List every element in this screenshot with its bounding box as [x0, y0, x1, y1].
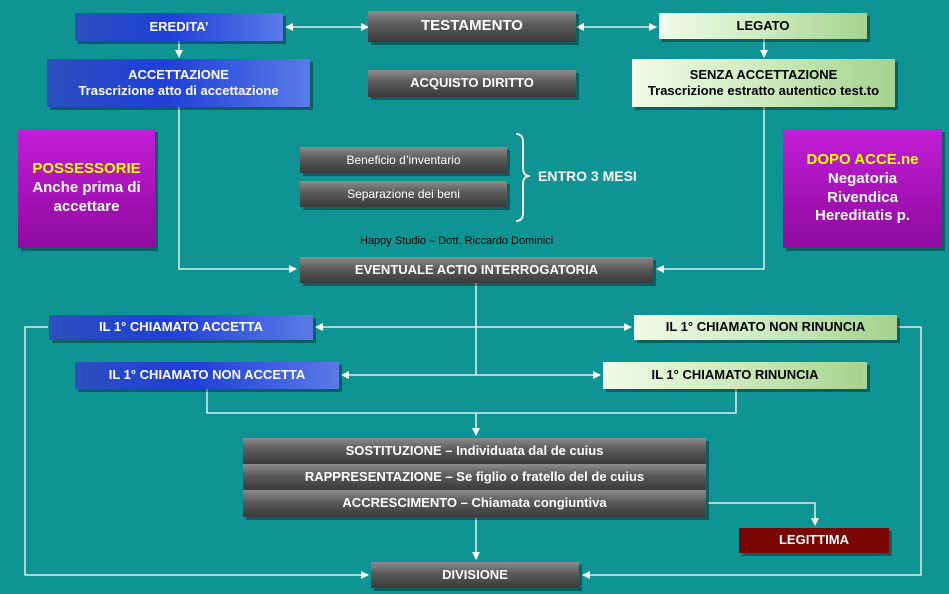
beneficio-inventario-box: Beneficio d’inventario	[300, 147, 507, 173]
possessorie-line1: Anche prima di	[32, 179, 141, 197]
legato-box: LEGATO	[659, 13, 867, 39]
dopo-line3: Hereditatis p.	[814, 207, 911, 225]
dopo-title: DOPO ACCE.ne	[806, 151, 919, 168]
legittima-box: LEGITTIMA	[739, 528, 889, 553]
chiamato-rinuncia-label: IL 1° CHIAMATO RINUNCIA	[651, 367, 819, 383]
chiamato-rinuncia-box: IL 1° CHIAMATO RINUNCIA	[603, 362, 867, 389]
accettazione-box: ACCETTAZIONE Trascrizione atto di accett…	[47, 59, 310, 107]
testamento-box: TESTAMENTO	[368, 11, 576, 42]
acquisto-diritto-box: ACQUISTO DIRITTO	[368, 70, 576, 97]
brace-symbol	[515, 133, 531, 222]
dopo-line2: Rivendica	[827, 188, 898, 206]
accettazione-subtitle: Trascrizione atto di accettazione	[78, 83, 279, 98]
possessorie-line2: accettare	[53, 197, 120, 215]
sostituzione-label: SOSTITUZIONE – Individuata dal de cuius	[345, 442, 604, 458]
chiamato-non-accetta-label: IL 1° CHIAMATO NON ACCETTA	[108, 367, 306, 383]
entro-3-mesi-label: ENTRO 3 MESI	[538, 168, 637, 184]
chiamato-non-accetta-box: IL 1° CHIAMATO NON ACCETTA	[75, 362, 339, 389]
sostituzione-box: SOSTITUZIONE – Individuata dal de cuius	[243, 438, 706, 464]
senza-accettazione-title: SENZA ACCETTAZIONE	[689, 66, 838, 82]
separazione-beni-box: Separazione dei beni	[300, 181, 507, 207]
legittima-label: LEGITTIMA	[778, 532, 850, 548]
divisione-box: DIVISIONE	[371, 562, 579, 588]
actio-label: EVENTUALE ACTIO INTERROGATORIA	[354, 261, 599, 277]
accrescimento-label: ACCRESCIMENTO – Chiamata congiuntiva	[342, 495, 607, 511]
line-senza-actio	[656, 107, 765, 273]
beneficio-label: Beneficio d’inventario	[346, 152, 461, 167]
separazione-label: Separazione dei beni	[347, 186, 460, 201]
acquisto-diritto-label: ACQUISTO DIRITTO	[410, 75, 534, 91]
rappresentazione-label: RAPPRESENTAZIONE – Se figlio o fratello …	[304, 468, 645, 484]
chiamato-accetta-label: IL 1° CHIAMATO ACCETTA	[98, 319, 264, 335]
eredita-label: EREDITA’	[149, 18, 209, 34]
accrescimento-box: ACCRESCIMENTO – Chiamata congiuntiva	[243, 490, 706, 517]
actio-interrogatoria-box: EVENTUALE ACTIO INTERROGATORIA	[300, 257, 653, 283]
senza-accettazione-subtitle: Trascrizione estratto autentico test.to	[647, 83, 880, 98]
credit-text: Happy Studio – Dott. Riccardo Dominici	[360, 235, 554, 247]
dopo-accettazione-box: DOPO ACCE.ne Negatoria Rivendica Heredit…	[783, 129, 942, 248]
eredita-box: EREDITA’	[75, 13, 283, 41]
legato-label: LEGATO	[736, 17, 790, 33]
senza-accettazione-box: SENZA ACCETTAZIONE Trascrizione estratto…	[632, 59, 895, 107]
line-accetta-divisione	[24, 326, 369, 579]
possessorie-box: POSSESSORIE Anche prima di accettare	[18, 129, 155, 248]
chiamato-non-rinuncia-label: IL 1° CHIAMATO NON RINUNCIA	[665, 319, 866, 335]
line-to-legittima	[708, 502, 819, 526]
chiamato-accetta-box: IL 1° CHIAMATO ACCETTA	[49, 315, 313, 340]
rappresentazione-box: RAPPRESENTAZIONE – Se figlio o fratello …	[243, 464, 706, 490]
chiamato-non-rinuncia-box: IL 1° CHIAMATO NON RINUNCIA	[634, 315, 897, 340]
line-nonrinuncia-divisione	[582, 326, 922, 579]
testamento-label: TESTAMENTO	[421, 17, 523, 35]
divisione-label: DIVISIONE	[442, 566, 508, 582]
dopo-line1: Negatoria	[827, 169, 898, 187]
possessorie-title: POSSESSORIE	[32, 160, 141, 178]
accettazione-title: ACCETTAZIONE	[128, 66, 229, 82]
line-join-lower	[206, 389, 737, 414]
line-accettazione-actio	[178, 107, 297, 273]
